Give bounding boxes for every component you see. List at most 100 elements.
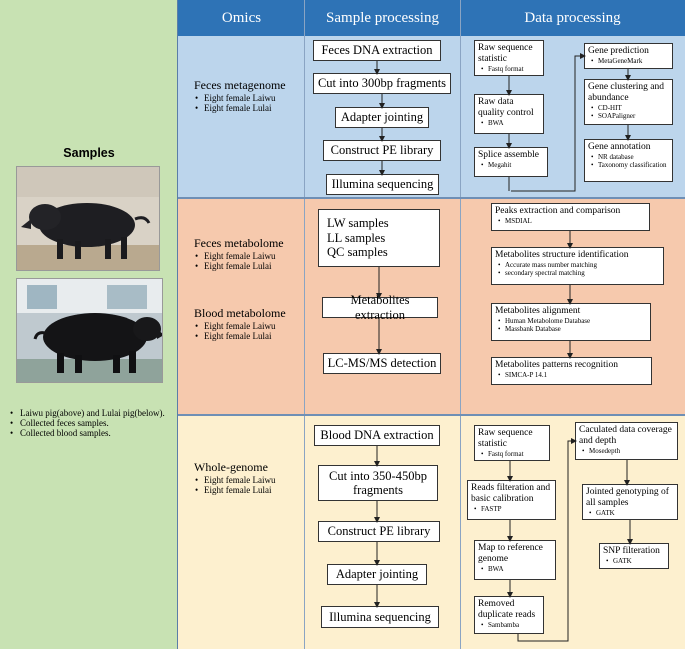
column-divider (304, 0, 305, 649)
data-step-box: Metabolites patterns recognition SIMCA-P… (491, 357, 652, 385)
omics-item: Eight female Laiwu (195, 251, 302, 261)
data-step-title: Raw sequence statistic (478, 43, 533, 64)
data-step-item: CD-HIT (591, 104, 669, 112)
omics-title: Blood metabolome (194, 306, 286, 320)
samples-note: Collected feces samples. (10, 418, 178, 428)
data-step-box: Metabolites alignment Human Metabolome D… (491, 303, 651, 341)
data-step-item: Megahit (481, 161, 544, 169)
header-data-processing: Data processing (460, 0, 685, 36)
samples-title: Samples (63, 146, 115, 160)
omics-item: Eight female Lulai (195, 261, 302, 271)
data-step-title: Removed duplicate reads (478, 599, 536, 620)
step-box: Illumina sequencing (326, 174, 439, 195)
omics-title: Whole-genome (194, 460, 268, 474)
data-step-item: BWA (481, 565, 552, 573)
omics-metagenome: Feces metagenome Eight female LaiwuEight… (194, 78, 302, 113)
step-box: Illumina sequencing (321, 606, 439, 628)
data-step-item: GATK (606, 557, 665, 565)
data-step-box: Splice assemble Megahit (474, 147, 548, 177)
lulai-pig-photo (16, 278, 163, 383)
data-step-title: Caculated data coverage and depth (579, 425, 672, 446)
step-box: Construct PE library (323, 140, 441, 161)
data-step-title: Peaks extraction and comparison (495, 206, 621, 216)
step-box: Blood DNA extraction (314, 425, 440, 446)
data-step-box: Caculated data coverage and depth Mosede… (575, 422, 678, 460)
data-step-title: Gene annotation (588, 142, 651, 152)
data-step-item: NR database (591, 153, 669, 161)
data-step-item: Mosedepth (582, 447, 674, 455)
samples-label: LW samples (327, 216, 389, 231)
row-divider (178, 197, 685, 199)
data-step-title: Gene prediction (588, 46, 649, 56)
step-box: Metabolites extraction (322, 293, 438, 322)
step-box: Adapter jointing (327, 564, 427, 585)
samples-box: LW samples LL samples QC samples (318, 209, 440, 267)
data-step-item: Fastq format (481, 450, 546, 458)
omics-title: Feces metagenome (194, 78, 286, 92)
data-step-item: Accurate mass number matching (498, 261, 660, 269)
step-box: Feces DNA extraction (313, 40, 441, 61)
data-step-item: Sambamba (481, 621, 540, 629)
data-step-title: Metabolites alignment (495, 306, 581, 316)
step-box: LC-MS/MS detection (323, 353, 441, 374)
data-step-title: Splice assemble (478, 150, 539, 160)
data-step-item: GATK (589, 509, 674, 517)
data-step-box: Gene clustering and abundance CD-HITSOAP… (584, 79, 673, 125)
omics-item: Eight female Laiwu (195, 93, 302, 103)
step-box: Construct PE library (318, 521, 440, 542)
data-step-item: BWA (481, 119, 540, 127)
data-step-box: Reads filteration and basic calibration … (467, 480, 556, 520)
data-step-item: Fastq format (481, 65, 540, 73)
step-box: Adapter jointing (335, 107, 429, 128)
data-step-item: MetaGeneMark (591, 57, 669, 65)
omics-feces-metabolome: Feces metabolome Eight female LaiwuEight… (194, 236, 302, 271)
data-step-item: SOAPaligner (591, 112, 669, 120)
step-box: Cut into 300bp fragments (313, 73, 451, 94)
samples-label: LL samples (327, 230, 386, 245)
data-step-box: Jointed genotyping of all samples GATK (582, 484, 678, 520)
laiwu-pig-photo (16, 166, 160, 271)
data-step-box: Gene annotation NR databaseTaxonomy clas… (584, 139, 673, 182)
header-omics: Omics (178, 0, 305, 36)
data-step-title: Raw data quality control (478, 97, 534, 118)
data-step-item: Taxonomy classification (591, 161, 669, 169)
data-step-title: Gene clustering and abundance (588, 82, 664, 103)
data-step-title: Map to reference genome (478, 543, 543, 564)
data-step-item: FASTP (474, 505, 552, 513)
data-step-box: Map to reference genome BWA (474, 540, 556, 580)
samples-note: Collected blood samples. (10, 428, 178, 438)
data-step-item: Massbank Database (498, 325, 647, 333)
omics-blood-metabolome: Blood metabolome Eight female LaiwuEight… (194, 306, 302, 341)
omics-item: Eight female Lulai (195, 485, 302, 495)
data-step-box: Raw data quality control BWA (474, 94, 544, 134)
samples-notes: Laiwu pig(above) and Lulai pig(below). C… (6, 408, 178, 438)
data-step-item: SIMCA-P 14.1 (498, 371, 648, 379)
column-divider (460, 0, 461, 649)
omics-item: Eight female Laiwu (195, 475, 302, 485)
data-step-title: Metabolites patterns recognition (495, 360, 618, 370)
data-step-box: Metabolites structure identification Acc… (491, 247, 664, 285)
data-step-item: Human Metabolome Database (498, 317, 647, 325)
samples-label: QC samples (327, 245, 388, 260)
header-sample-processing: Sample processing (305, 0, 460, 36)
step-box: Cut into 350-450bp fragments (318, 465, 438, 501)
data-step-title: Raw sequence statistic (478, 428, 533, 449)
data-step-title: Metabolites structure identification (495, 250, 629, 260)
data-step-box: Raw sequence statistic Fastq format (474, 40, 544, 76)
data-step-box: Gene prediction MetaGeneMark (584, 43, 673, 69)
data-step-box: Removed duplicate reads Sambamba (474, 596, 544, 634)
data-step-box: Peaks extraction and comparison MSDIAL (491, 203, 650, 231)
omics-title: Feces metabolome (194, 236, 284, 250)
row-divider (178, 414, 685, 416)
data-step-title: Reads filteration and basic calibration (471, 483, 551, 504)
omics-item: Eight female Lulai (195, 331, 302, 341)
data-step-item: secondary spectral matching (498, 269, 660, 277)
data-step-item: MSDIAL (498, 217, 646, 225)
omics-item: Eight female Laiwu (195, 321, 302, 331)
omics-item: Eight female Lulai (195, 103, 302, 113)
data-step-box: Raw sequence statistic Fastq format (474, 425, 550, 461)
omics-whole-genome: Whole-genome Eight female LaiwuEight fem… (194, 460, 302, 495)
samples-note: Laiwu pig(above) and Lulai pig(below). (10, 408, 178, 418)
data-step-title: Jointed genotyping of all samples (586, 487, 669, 508)
data-step-box: SNP filteration GATK (599, 543, 669, 569)
